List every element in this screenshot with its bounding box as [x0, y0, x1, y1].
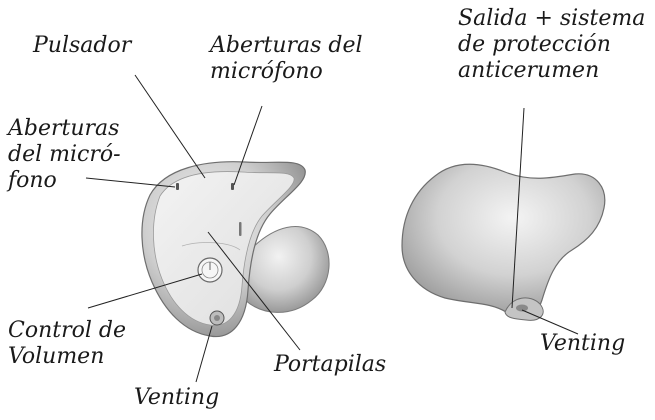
mic-opening-right	[231, 183, 234, 190]
label-portapilas: Portapilas	[274, 352, 386, 378]
left-device-canal	[245, 227, 329, 313]
leader-pulsador	[135, 75, 205, 178]
label-pulsador: Pulsador	[33, 33, 131, 59]
push-button	[239, 222, 242, 236]
label-aberturas-microfono-left: Aberturas del micró- fono	[8, 116, 121, 194]
mic-opening-left	[176, 183, 179, 190]
label-salida-proteccion: Salida + sistema de protección anticerum…	[458, 6, 645, 84]
label-venting-left: Venting	[134, 385, 219, 411]
label-control-volumen: Control de Volumen	[8, 318, 126, 370]
label-venting-right: Venting	[540, 331, 625, 357]
left-hearing-aid	[142, 162, 329, 337]
label-aberturas-microfono-top: Aberturas del micrófono	[210, 33, 363, 85]
right-device-shell	[402, 164, 605, 317]
right-hearing-aid	[402, 164, 605, 320]
vent-left-hole	[214, 315, 220, 321]
